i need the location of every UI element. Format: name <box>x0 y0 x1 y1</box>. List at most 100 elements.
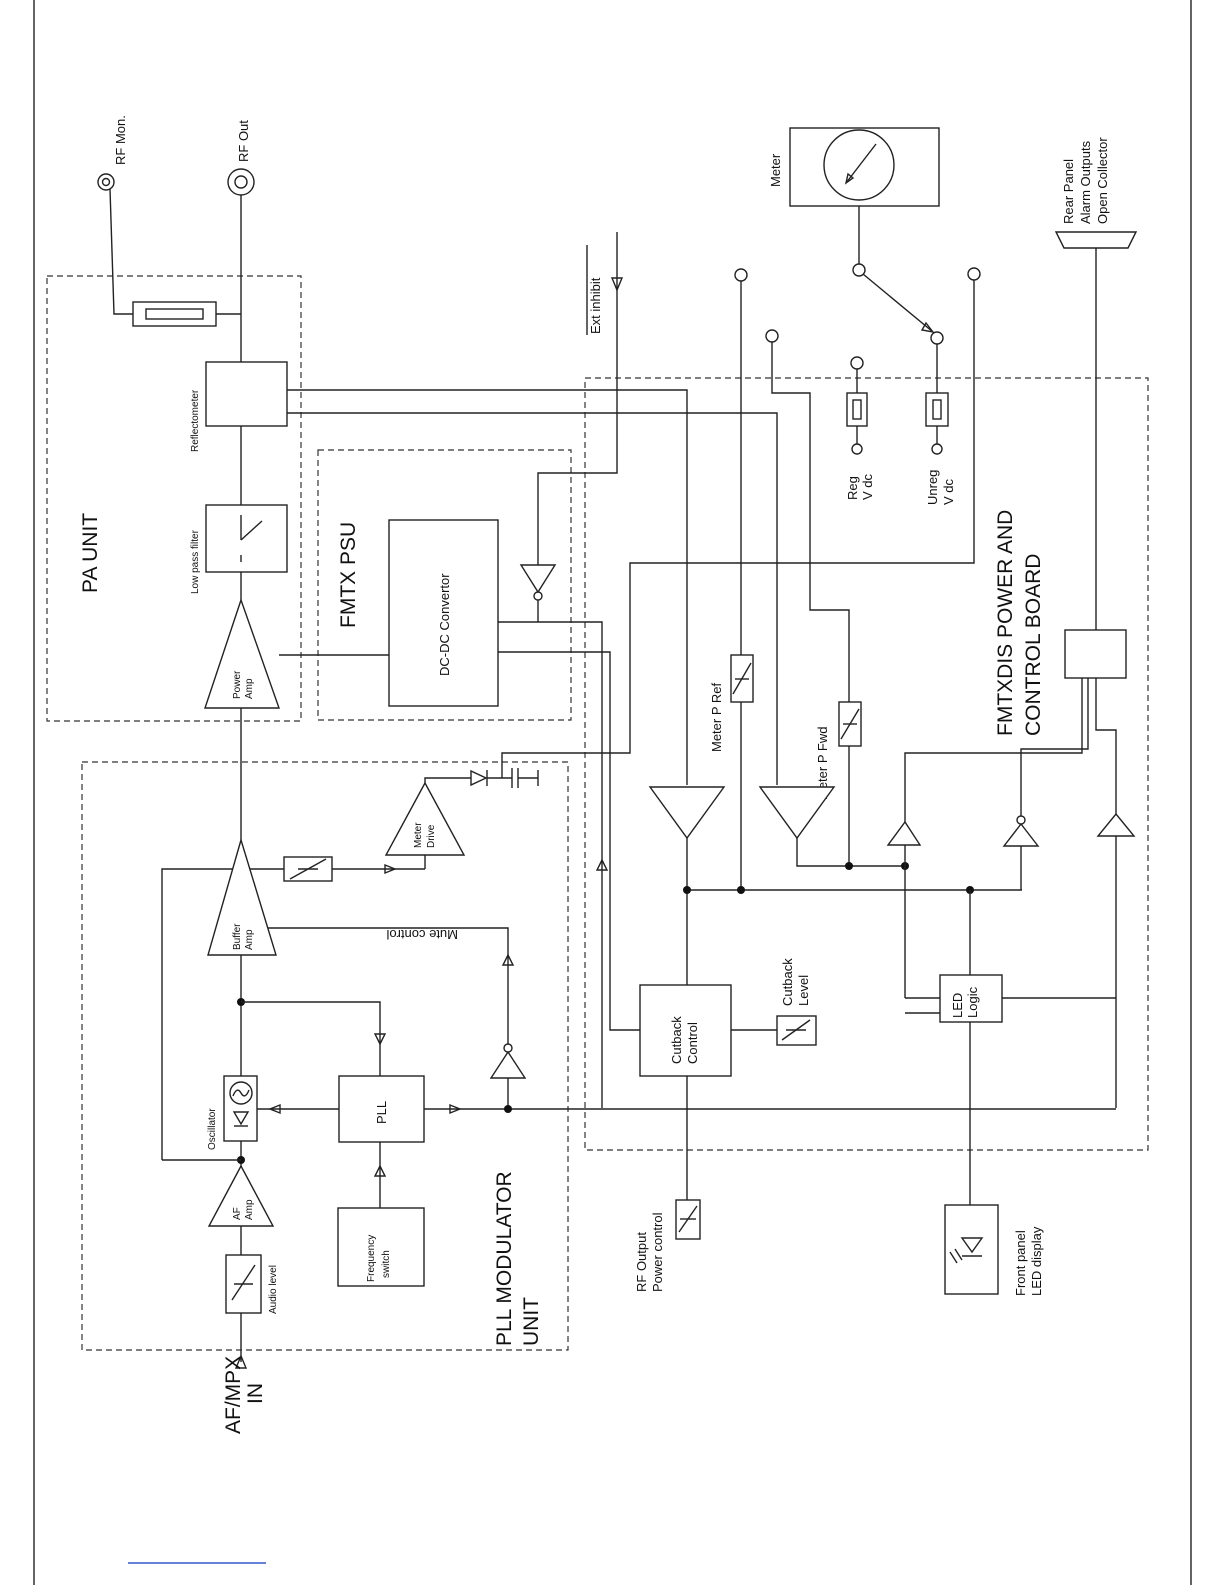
meter-drive-amplifier <box>384 781 466 856</box>
meter-switch-pivot <box>852 263 866 277</box>
svg-text:UNIT: UNIT <box>520 1297 543 1346</box>
svg-text:FMTXDIS POWER AND: FMTXDIS POWER AND <box>994 510 1017 736</box>
svg-text:AF/MPX: AF/MPX <box>222 1356 245 1434</box>
svg-text:Amp: Amp <box>244 1199 255 1220</box>
led-icon <box>960 1237 984 1254</box>
power-amp-triangle <box>204 597 280 709</box>
alarm-buffer-1 <box>886 820 922 846</box>
pll-unit-title: PLL MODULATOR UNIT <box>493 1171 543 1346</box>
meter-block <box>789 127 940 207</box>
svg-text:RF Output: RF Output <box>634 1232 649 1292</box>
pll-unit-boundary <box>81 761 569 1351</box>
svg-text:Unreg: Unreg <box>925 470 940 505</box>
forward-power-wire <box>287 412 778 785</box>
cutback-level-label: Cutback Level <box>780 958 811 1006</box>
svg-text:Reg: Reg <box>845 476 860 500</box>
svg-text:Open Collector: Open Collector <box>1095 137 1110 224</box>
svg-text:Level: Level <box>796 975 811 1006</box>
reg-vdc-resistor <box>846 392 868 427</box>
svg-text:LED: LED <box>950 993 965 1018</box>
audio-level-label: Audio level <box>268 1265 279 1314</box>
svg-text:Amp: Amp <box>244 929 255 950</box>
control-board-boundary <box>584 377 1149 1151</box>
selector-terminal-4 <box>930 331 944 345</box>
selector-terminal-1 <box>734 268 748 282</box>
junction-dot <box>683 886 691 894</box>
svg-text:Drive: Drive <box>426 824 437 848</box>
low-pass-filter-block <box>205 504 288 573</box>
dc-dc-convertor-block <box>388 519 499 707</box>
rf-output-power-control-label: RF Output Power control <box>634 1212 665 1292</box>
meter-p-fwd-label: Meter P Fwd <box>815 727 830 800</box>
svg-text:Control: Control <box>685 1022 700 1064</box>
cutback-control-block <box>639 984 732 1077</box>
meter-p-ref-label: Meter P Ref <box>709 682 724 752</box>
control-board-title: FMTXDIS POWER AND CONTROL BOARD <box>994 510 1045 736</box>
svg-text:Amp: Amp <box>244 678 255 699</box>
reflected-power-wire <box>287 389 688 785</box>
af-mpx-input-label: AF/MPX IN <box>222 1356 267 1434</box>
front-panel-label: Front panel LED display <box>1013 1226 1044 1296</box>
svg-text:V dc: V dc <box>941 478 956 505</box>
svg-text:IN: IN <box>244 1383 267 1404</box>
sample-level-preset <box>283 856 333 882</box>
meter-label: Meter <box>768 153 783 187</box>
pa-unit-title: PA UNIT <box>79 513 102 593</box>
rear-panel-connector <box>1054 231 1138 249</box>
meter-fwd-wire <box>771 342 850 866</box>
ext-inhibit-label: Ext inhibit <box>588 277 603 334</box>
front-panel-led-display <box>944 1204 999 1295</box>
rf-out-connector <box>227 168 255 196</box>
svg-text:Alarm Outputs: Alarm Outputs <box>1078 140 1093 224</box>
svg-text:Cutback: Cutback <box>669 1016 684 1064</box>
rf-mon-connector <box>97 173 115 191</box>
rf-mon-wire <box>109 188 133 315</box>
meter-dial <box>823 129 895 201</box>
reflectometer-label: Reflectometer <box>190 389 201 452</box>
alarm-output-interface-block <box>1064 629 1127 679</box>
unreg-vdc-resistor <box>925 392 949 427</box>
rf-out-label: RF Out <box>236 120 251 162</box>
dc-dc-convertor-label: DC-DC Convertor <box>437 573 452 676</box>
alarm-buffer-3 <box>1096 812 1136 837</box>
mute-inverter <box>489 1050 527 1079</box>
fwd-power-amplifier <box>758 786 836 840</box>
pll-label: PLL <box>374 1101 389 1124</box>
frequency-switch-block <box>337 1207 425 1287</box>
svg-text:CONTROL BOARD: CONTROL BOARD <box>1022 554 1045 736</box>
rear-panel-label: Rear Panel Alarm Outputs Open Collector <box>1061 137 1110 224</box>
svg-text:Power control: Power control <box>650 1212 665 1292</box>
meter-drive-diode <box>470 769 488 787</box>
svg-text:Power: Power <box>232 670 243 699</box>
selector-terminal-2 <box>765 329 779 343</box>
oscillator-block <box>223 1075 258 1142</box>
svg-text:Buffer: Buffer <box>232 923 243 950</box>
inhibit-inverter <box>519 564 557 594</box>
af-mpx-input-arrow <box>234 1354 248 1369</box>
selector-terminal-5 <box>967 267 981 281</box>
ref-power-amplifier <box>648 786 726 840</box>
psu-unit-title: FMTX PSU <box>337 522 360 628</box>
rf-mon-label: RF Mon. <box>113 115 128 165</box>
svg-text:LED display: LED display <box>1029 1226 1044 1296</box>
svg-text:Logic: Logic <box>965 986 980 1018</box>
oscillator-label: Oscillator <box>207 1108 218 1150</box>
unreg-sense-wire <box>501 280 975 778</box>
svg-text:Rear Panel: Rear Panel <box>1061 159 1076 224</box>
svg-text:AF: AF <box>232 1207 243 1220</box>
svg-text:V dc: V dc <box>860 473 875 500</box>
ext-inhibit-wire <box>537 232 618 566</box>
svg-text:Cutback: Cutback <box>780 958 795 1006</box>
svg-text:PLL MODULATOR: PLL MODULATOR <box>493 1171 516 1346</box>
svg-text:Front panel: Front panel <box>1013 1230 1028 1296</box>
mute-control-label: Mute control <box>386 927 458 942</box>
svg-text:Frequency: Frequency <box>366 1235 377 1282</box>
reflectometer-block <box>205 361 288 427</box>
low-pass-filter-label: Low pass filter <box>190 529 201 594</box>
pa-unit-boundary <box>46 275 302 722</box>
selector-terminal-3 <box>850 356 864 370</box>
alarm-buffer-2 <box>1002 822 1040 847</box>
svg-text:Meter: Meter <box>413 822 424 848</box>
svg-text:switch: switch <box>381 1250 392 1278</box>
